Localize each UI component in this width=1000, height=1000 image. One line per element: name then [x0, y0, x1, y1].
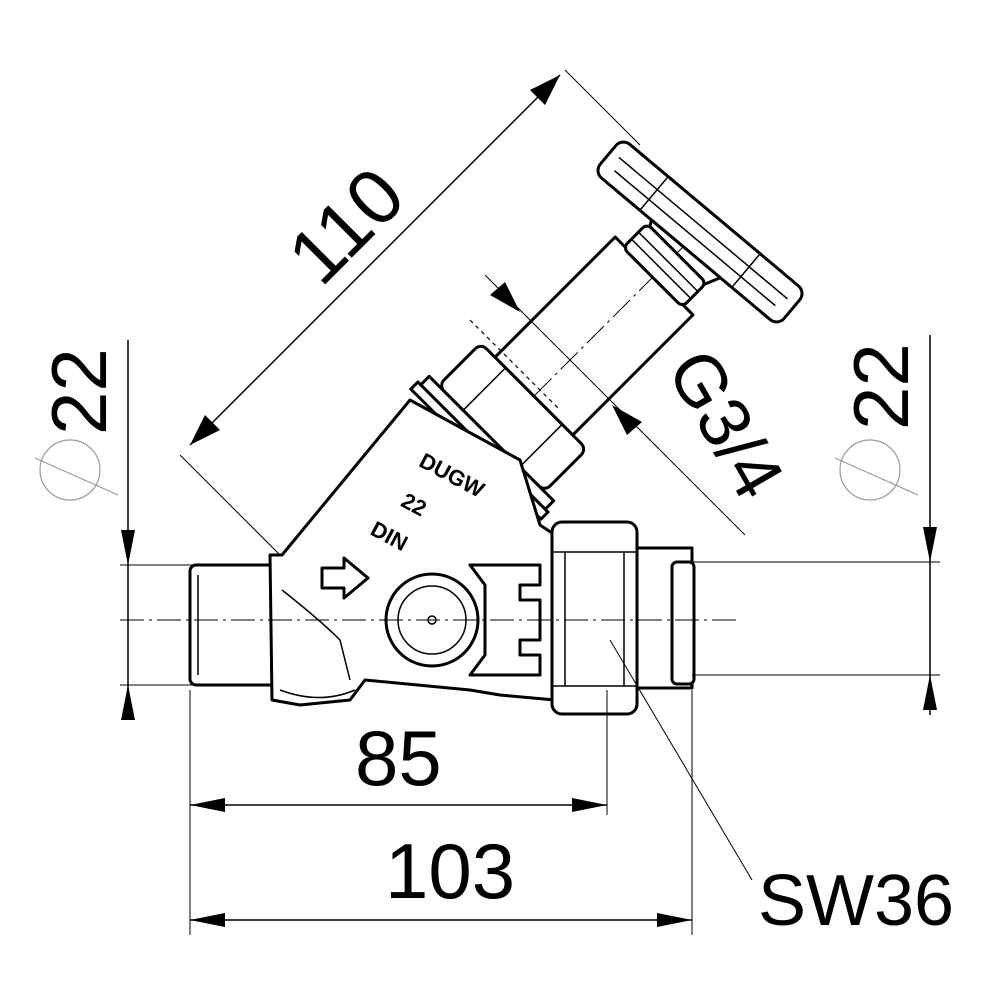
dim-dia-right-label: 22 [837, 343, 925, 430]
dim-85-label: 85 [355, 714, 442, 802]
dim-dia-left-label: 22 [35, 348, 123, 435]
dim-g34-label: G3/4 [652, 337, 799, 512]
dim-110-label: 110 [271, 150, 421, 300]
union-nut [550, 520, 696, 716]
dim-103-label: 103 [385, 827, 515, 915]
dim-sw36: SW36 [609, 639, 954, 941]
flow-arrow-icon [320, 556, 370, 600]
dim-dia-left: 22 [34, 340, 195, 720]
diameter-symbol-icon-right [839, 439, 901, 501]
dim-85: 85 [189, 690, 608, 935]
diameter-symbol-icon [39, 439, 101, 501]
dim-sw36-label: SW36 [758, 861, 954, 941]
left-pipe-stub [188, 563, 282, 687]
dim-dia-right: 22 [692, 335, 940, 715]
dim-103: 103 [190, 690, 693, 935]
